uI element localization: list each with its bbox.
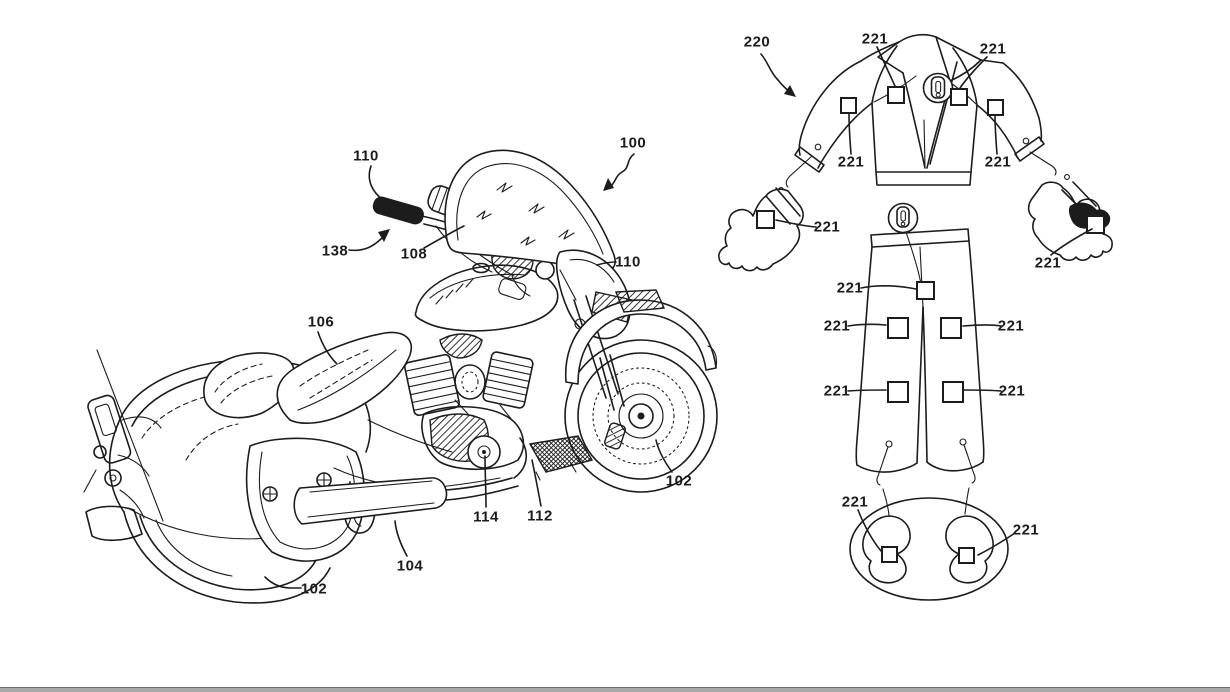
rear-wheel	[123, 511, 331, 604]
rider-seat	[276, 331, 412, 424]
ref-label-221-glove-left: 221	[813, 218, 841, 236]
ref-label-221-sole-right: 221	[1012, 521, 1040, 539]
engine	[404, 333, 534, 471]
left-grip	[372, 196, 424, 225]
ref-label-220-suit: 220	[743, 33, 771, 51]
antenna-line	[96, 349, 164, 522]
bottom-border-bar	[0, 687, 1230, 692]
ref-label-221-collar-left: 221	[861, 30, 889, 48]
ref-label-221-pants-top: 221	[836, 279, 864, 297]
sensor-patches-jacket	[840, 86, 1004, 116]
ref-label-106-seat: 106	[307, 313, 335, 331]
ref-label-138-handlebar-arrow: 138	[321, 242, 349, 260]
fuel-tank	[414, 262, 559, 332]
windshield	[444, 149, 616, 273]
ref-label-104-exhaust: 104	[396, 557, 424, 575]
ref-label-110-throttle: 110	[353, 147, 379, 165]
boot-strings	[876, 444, 976, 516]
motorcycle-drawing	[83, 149, 718, 604]
ref-label-221-pants-mid-left: 221	[823, 317, 851, 335]
pillion-pad	[203, 352, 295, 419]
ref-label-221-collar-right: 221	[979, 40, 1007, 58]
ref-label-112-footboard: 112	[527, 507, 553, 525]
exhaust	[293, 437, 527, 525]
suit-leader-lines	[760, 46, 1093, 556]
ref-label-102-front-wheel: 102	[665, 472, 693, 490]
front-wheel	[564, 339, 718, 493]
ref-label-100-motorcycle: 100	[619, 134, 647, 152]
ref-label-110-fairing: 110	[615, 253, 641, 271]
front-fender	[565, 289, 718, 385]
ref-label-114-engine: 114	[473, 508, 499, 526]
pants-belt-emblem	[887, 202, 919, 234]
ref-label-108-controls: 108	[400, 245, 428, 263]
pants	[855, 228, 985, 473]
right-glove	[1027, 181, 1113, 261]
ref-label-221-pants-low-right: 221	[998, 382, 1026, 400]
ref-label-221-sleeve-right: 221	[984, 153, 1012, 171]
ref-label-221-sleeve-left: 221	[837, 153, 865, 171]
ref-label-221-pants-mid-right: 221	[997, 317, 1025, 335]
ref-label-102-rear-wheel: 102	[300, 580, 328, 598]
left-glove	[718, 187, 804, 272]
footboard	[528, 435, 594, 481]
jacket-zipper-emblem	[922, 72, 954, 104]
sensor-patches-pants	[887, 281, 964, 403]
ref-label-221-glove-right: 221	[1034, 254, 1062, 272]
suit-drawing	[718, 33, 1113, 601]
ref-label-221-pants-low-left: 221	[823, 382, 851, 400]
boot-soles	[849, 497, 1009, 601]
ref-label-221-sole-left: 221	[841, 493, 869, 511]
motorcycle-leader-lines	[264, 153, 673, 589]
